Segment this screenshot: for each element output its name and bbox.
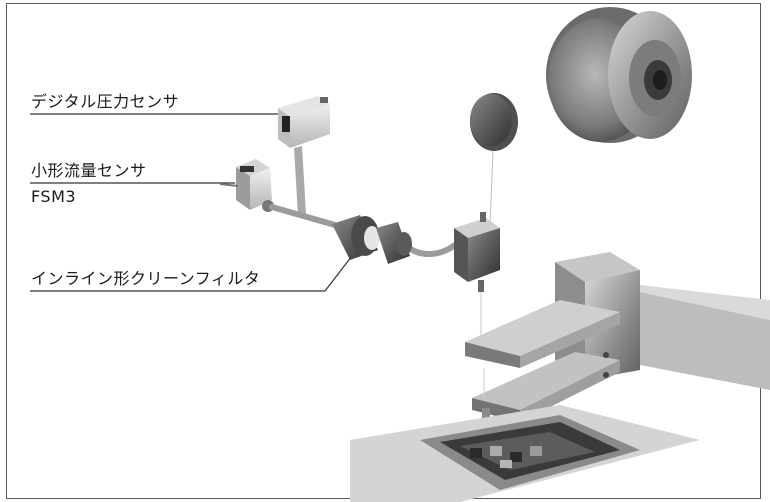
- label-pressure-sensor: デジタル圧力センサ: [31, 92, 180, 111]
- disc: [470, 93, 518, 151]
- label-inline-filter: インライン形クリーンフィルタ: [31, 269, 261, 288]
- dispenser-valve: [454, 212, 500, 335]
- pressure-sensor: [278, 96, 330, 216]
- bonding-arm: [465, 252, 770, 456]
- label-flow-sensor: 小形流量センサ: [31, 161, 147, 180]
- inline-filter: [332, 215, 412, 264]
- substrate-stage: [350, 405, 700, 502]
- label-flow-sensor-model: FSM3: [31, 187, 77, 206]
- flow-sensor: [219, 159, 274, 212]
- leader-lines: [30, 113, 356, 292]
- leader-filter: [30, 251, 356, 292]
- wire-spool: [546, 7, 692, 143]
